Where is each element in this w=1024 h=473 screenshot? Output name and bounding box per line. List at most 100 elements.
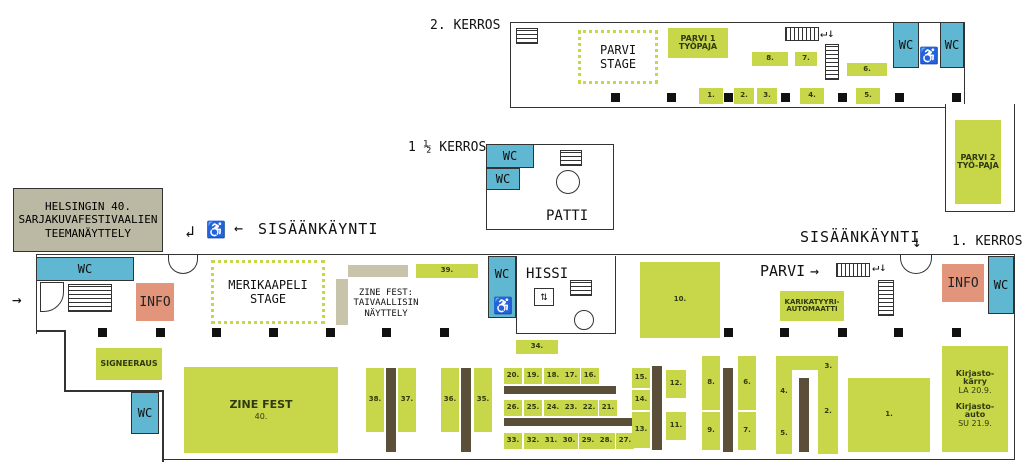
stand-5[interactable]: 5. bbox=[776, 414, 792, 454]
floor-1-outline bbox=[162, 254, 1015, 460]
stand-16[interactable]: 16. bbox=[581, 368, 599, 384]
stand-23[interactable]: 23. bbox=[562, 400, 580, 416]
wc-floor2-a[interactable]: WC bbox=[893, 22, 919, 68]
zine-fest-area[interactable]: ZINE FEST 40. bbox=[184, 367, 338, 453]
patti-label: PATTI bbox=[546, 208, 589, 224]
stand-p5[interactable]: 5. bbox=[856, 88, 880, 104]
hissi-area bbox=[516, 256, 616, 334]
stand-15[interactable]: 15. bbox=[632, 368, 650, 388]
stand-37[interactable]: 37. bbox=[398, 368, 416, 432]
stand-10[interactable]: 10. bbox=[640, 262, 720, 338]
stand-7[interactable]: 7. bbox=[738, 412, 756, 450]
parvi-workshop-1[interactable]: PARVI 1 TYÖPAJA bbox=[668, 28, 728, 58]
floor-label-2: 2. KERROS bbox=[430, 18, 501, 33]
kirjastokarry-date: LA 20.9. bbox=[958, 385, 992, 395]
pillar bbox=[895, 93, 904, 102]
stand-11[interactable]: 11. bbox=[666, 412, 686, 440]
wc-floor1-lower[interactable]: WC bbox=[131, 392, 159, 434]
stand-25[interactable]: 25. bbox=[524, 400, 542, 416]
stand-27[interactable]: 27. bbox=[616, 433, 634, 449]
zine-fest-label: ZINE FEST bbox=[229, 398, 293, 412]
stand-12[interactable]: 12. bbox=[666, 370, 686, 398]
pillar bbox=[780, 328, 789, 337]
stand-1[interactable]: 1. bbox=[848, 378, 930, 452]
stand-33[interactable]: 33. bbox=[504, 433, 522, 449]
wc-floor1-left[interactable]: WC bbox=[36, 257, 134, 281]
stand-39[interactable]: 39. bbox=[416, 264, 478, 278]
stand-p4[interactable]: 4. bbox=[800, 88, 824, 104]
stand-22[interactable]: 22. bbox=[580, 400, 598, 416]
stairs bbox=[68, 284, 112, 312]
wc-floor2-b[interactable]: WC bbox=[940, 22, 964, 68]
info-left[interactable]: INFO bbox=[136, 283, 174, 321]
stand-13[interactable]: 13. bbox=[632, 412, 650, 448]
zine-fest-display-wall bbox=[336, 279, 348, 325]
stand-34[interactable]: 34. bbox=[516, 340, 558, 354]
stand-21[interactable]: 21. bbox=[599, 400, 617, 416]
merikaapeli-stage[interactable]: MERIKAAPELI STAGE bbox=[211, 260, 325, 324]
info-right[interactable]: INFO bbox=[942, 264, 984, 302]
stand-19[interactable]: 19. bbox=[524, 368, 542, 384]
wc-floor1-middle[interactable]: WC bbox=[488, 256, 516, 318]
stand-18[interactable]: 18. bbox=[544, 368, 562, 384]
stand-26[interactable]: 26. bbox=[504, 400, 522, 416]
stand-36[interactable]: 36. bbox=[441, 368, 459, 432]
wc-floor1-right[interactable]: WC bbox=[988, 256, 1014, 314]
table-icon bbox=[516, 28, 538, 44]
stand-28[interactable]: 28. bbox=[597, 433, 615, 449]
table-icon bbox=[560, 150, 582, 166]
stand-30[interactable]: 30. bbox=[560, 433, 578, 449]
library-area[interactable]: Kirjasto-kärry LA 20.9. Kirjasto-auto SU… bbox=[942, 346, 1008, 452]
stand-31[interactable]: 31. bbox=[542, 433, 560, 449]
divider-wall bbox=[723, 368, 733, 452]
parvi-workshop-2[interactable]: PARVI 2 TYÖ-PAJA bbox=[955, 120, 1001, 204]
stand-8[interactable]: 8. bbox=[702, 356, 720, 410]
stand-2[interactable]: 2. bbox=[818, 370, 838, 454]
stand-p1[interactable]: 1. bbox=[699, 88, 723, 104]
pillar bbox=[952, 328, 961, 337]
entrance-left-label: SISÄÄNKÄYNTI bbox=[258, 220, 379, 238]
stand-35[interactable]: 35. bbox=[474, 368, 492, 432]
arrow-right-icon: → bbox=[12, 290, 22, 309]
stairs bbox=[785, 27, 819, 41]
wc-floor1-5-a[interactable]: WC bbox=[486, 144, 534, 168]
stand-p2[interactable]: 2. bbox=[734, 88, 754, 104]
pillar bbox=[724, 93, 733, 102]
arrow-left-icon: ← bbox=[234, 219, 244, 237]
floor-label-1: 1. KERROS bbox=[952, 234, 1023, 249]
stand-29[interactable]: 29. bbox=[579, 433, 597, 449]
stand-p7[interactable]: 7. bbox=[795, 52, 817, 66]
stand-17[interactable]: 17. bbox=[562, 368, 580, 384]
karikatyyri-automaatti[interactable]: KARIKATYYRI-AUTOMAATTI bbox=[780, 291, 844, 321]
stand-p6[interactable]: 6. bbox=[847, 63, 887, 76]
stairs bbox=[825, 44, 839, 80]
stand-4[interactable]: 4. bbox=[776, 370, 792, 414]
spiral-stairs-icon bbox=[574, 310, 594, 330]
spiral-stairs-icon bbox=[556, 170, 580, 194]
pillar bbox=[667, 93, 676, 102]
divider-wall bbox=[504, 418, 636, 426]
pillar bbox=[838, 93, 847, 102]
zine-fest-exhibition: ZINE FEST: TAIVAALLISIN NÄYTTELY bbox=[353, 288, 419, 319]
stand-14[interactable]: 14. bbox=[632, 390, 650, 410]
stand-9[interactable]: 9. bbox=[702, 412, 720, 450]
stand-6[interactable]: 6. bbox=[738, 356, 756, 410]
pillar bbox=[156, 328, 165, 337]
theme-exhibition[interactable]: HELSINGIN 40. SARJAKUVAFESTIVAALIEN TEEM… bbox=[13, 188, 163, 252]
kirjastokarry-label: Kirjasto-kärry bbox=[955, 368, 995, 387]
stand-20[interactable]: 20. bbox=[504, 368, 522, 384]
stand-p8[interactable]: 8. bbox=[752, 52, 788, 66]
parvi-stage[interactable]: PARVI STAGE bbox=[578, 30, 658, 84]
stand-38[interactable]: 38. bbox=[366, 368, 384, 432]
stand-3[interactable]: 3. bbox=[776, 356, 838, 370]
pillar bbox=[382, 328, 391, 337]
stairs bbox=[878, 280, 894, 316]
stand-24[interactable]: 24. bbox=[544, 400, 562, 416]
stand-32[interactable]: 32. bbox=[524, 433, 542, 449]
arrow-down-icon: ↓ bbox=[912, 232, 922, 251]
signeeraus[interactable]: SIGNEERAUS bbox=[96, 348, 162, 380]
wc-floor1-5-b[interactable]: WC bbox=[486, 168, 520, 190]
stand-p3[interactable]: 3. bbox=[757, 88, 777, 104]
pillar bbox=[781, 93, 790, 102]
pillar bbox=[212, 328, 221, 337]
